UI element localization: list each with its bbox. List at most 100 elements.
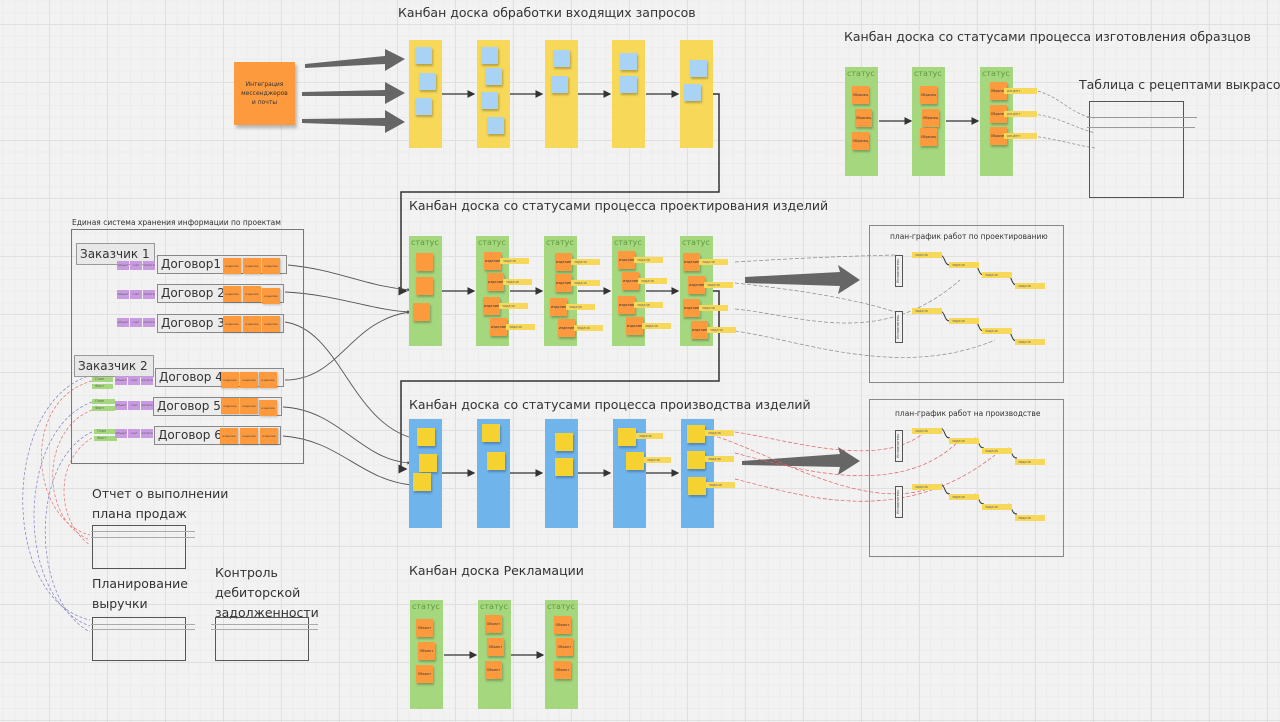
schedule-task[interactable]: задача xyxy=(1015,283,1045,289)
request-sticky[interactable] xyxy=(415,98,432,115)
request-sticky[interactable] xyxy=(553,50,570,67)
schedule-task[interactable]: задача xyxy=(912,308,942,314)
production-sticky[interactable] xyxy=(413,473,431,491)
design-sticky[interactable]: изделие xyxy=(550,298,567,316)
task-tag[interactable]: задача xyxy=(638,278,667,284)
design-sticky[interactable]: изделие xyxy=(618,296,635,314)
request-sticky[interactable] xyxy=(620,53,637,70)
production-sticky[interactable] xyxy=(688,477,706,495)
schedule-task[interactable]: задача xyxy=(912,428,942,434)
purple-tag[interactable]: объект xyxy=(115,429,127,438)
contract-sticky[interactable]: изделие xyxy=(223,258,241,274)
task-tag[interactable]: задача xyxy=(634,302,663,308)
contract-sticky[interactable]: изделие xyxy=(243,258,261,274)
contract-sticky[interactable]: изделие xyxy=(262,316,280,332)
production-sticky[interactable] xyxy=(555,433,573,451)
task-tag[interactable]: задача xyxy=(707,327,736,333)
purple-tag[interactable]: оплата xyxy=(141,401,153,410)
purple-tag[interactable]: объект xyxy=(117,261,129,270)
task-tag[interactable]: задача xyxy=(506,324,535,330)
request-sticky[interactable] xyxy=(487,117,504,134)
design-sticky[interactable]: изделие xyxy=(691,321,708,339)
contract-sticky[interactable]: изделие xyxy=(240,372,258,388)
sample-sticky[interactable]: Образец xyxy=(920,86,937,104)
schedule-task[interactable]: задача xyxy=(982,272,1012,278)
sample-sticky[interactable]: Образец xyxy=(852,132,869,150)
schedule-task[interactable]: задача xyxy=(982,328,1012,334)
contract-sticky[interactable]: изделие xyxy=(262,258,280,274)
claim-sticky[interactable]: Объект xyxy=(556,638,573,656)
contract-sticky[interactable]: изделие xyxy=(221,372,239,388)
schedule-task[interactable]: задача xyxy=(1015,515,1045,521)
claim-sticky[interactable]: Объект xyxy=(416,619,433,637)
schedule-task[interactable]: задача xyxy=(1015,339,1045,345)
task-tag[interactable]: задача xyxy=(699,305,728,311)
contract-sticky[interactable]: изделие xyxy=(260,428,278,444)
contract-sticky[interactable]: изделие xyxy=(221,398,239,414)
recipe-tag[interactable]: рецепт xyxy=(1004,88,1037,94)
task-tag[interactable]: задача xyxy=(500,258,529,264)
purple-tag[interactable]: счет xyxy=(130,261,142,270)
task-tag[interactable]: задача xyxy=(642,323,671,329)
purple-tag[interactable]: счет xyxy=(130,290,142,299)
request-sticky[interactable] xyxy=(419,73,436,90)
plan-tag[interactable]: План xyxy=(94,429,117,434)
contract-sticky[interactable]: изделие xyxy=(240,428,258,444)
request-sticky[interactable] xyxy=(481,47,498,64)
claim-sticky[interactable]: Объект xyxy=(485,615,502,633)
design-sticky[interactable]: изделие xyxy=(484,252,501,270)
design-sticky[interactable]: изделие xyxy=(487,273,504,291)
task-tag[interactable]: задача xyxy=(566,304,595,310)
design-sticky[interactable] xyxy=(416,253,433,271)
sample-sticky[interactable]: Образец xyxy=(852,86,869,104)
fact-tag[interactable]: Факт xyxy=(92,384,113,389)
task-tag[interactable]: задача xyxy=(699,259,728,265)
schedule-task[interactable]: задача xyxy=(1015,459,1045,465)
recipe-tag[interactable]: рецепт xyxy=(1004,111,1037,117)
design-sticky[interactable]: изделие xyxy=(483,297,500,315)
claim-sticky[interactable]: Объект xyxy=(418,642,435,660)
contract-sticky[interactable]: изделие xyxy=(259,372,277,388)
production-sticky[interactable] xyxy=(626,452,644,470)
task-tag[interactable]: задача xyxy=(634,257,663,263)
claim-sticky[interactable]: Объект xyxy=(554,616,571,634)
contract-sticky[interactable]: изделие xyxy=(223,286,241,302)
production-sticky[interactable] xyxy=(687,451,705,469)
design-sticky[interactable]: изделие xyxy=(622,272,639,290)
contract-sticky[interactable]: изделие xyxy=(262,288,280,304)
plan-tag[interactable]: План xyxy=(92,377,113,382)
schedule-task[interactable]: задача xyxy=(912,252,942,258)
schedule-task[interactable]: задача xyxy=(949,262,979,268)
design-sticky[interactable]: изделие xyxy=(558,319,575,337)
purple-tag[interactable]: счет xyxy=(128,401,140,410)
purple-tag[interactable]: оплата xyxy=(141,429,153,438)
sample-sticky[interactable]: Образец xyxy=(990,82,1007,100)
purple-tag[interactable]: объект xyxy=(117,318,129,327)
request-sticky[interactable] xyxy=(690,60,707,77)
revenue-planning-report[interactable] xyxy=(91,617,195,661)
recipe-tag[interactable]: рецепт xyxy=(1004,133,1037,139)
purple-tag[interactable]: оплата xyxy=(143,318,155,327)
recipes-table[interactable] xyxy=(1087,101,1197,198)
fact-tag[interactable]: Факт xyxy=(92,406,115,411)
plan-tag[interactable]: План xyxy=(92,399,115,404)
request-sticky[interactable] xyxy=(620,76,637,93)
production-sticky[interactable] xyxy=(487,452,505,470)
production-sticky[interactable] xyxy=(482,424,500,442)
purple-tag[interactable]: объект xyxy=(115,376,127,385)
sample-sticky[interactable]: Образец xyxy=(990,105,1007,123)
purple-tag[interactable]: объект xyxy=(117,290,129,299)
customer-card[interactable]: Заказчик 1 xyxy=(76,243,155,265)
fact-tag[interactable]: Факт xyxy=(94,436,117,441)
production-sticky[interactable] xyxy=(417,428,435,446)
production-sticky[interactable] xyxy=(419,454,437,472)
sample-sticky[interactable]: Образец xyxy=(922,109,939,127)
task-tag[interactable]: задача xyxy=(636,433,663,439)
purple-tag[interactable]: счет xyxy=(130,318,142,327)
task-tag[interactable]: задача xyxy=(704,282,733,288)
task-tag[interactable]: задача xyxy=(644,457,671,463)
claim-sticky[interactable]: Объект xyxy=(416,665,433,683)
contract-sticky[interactable]: изделие xyxy=(240,398,258,414)
purple-tag[interactable]: объект xyxy=(115,401,127,410)
claim-sticky[interactable]: Объект xyxy=(485,661,502,679)
